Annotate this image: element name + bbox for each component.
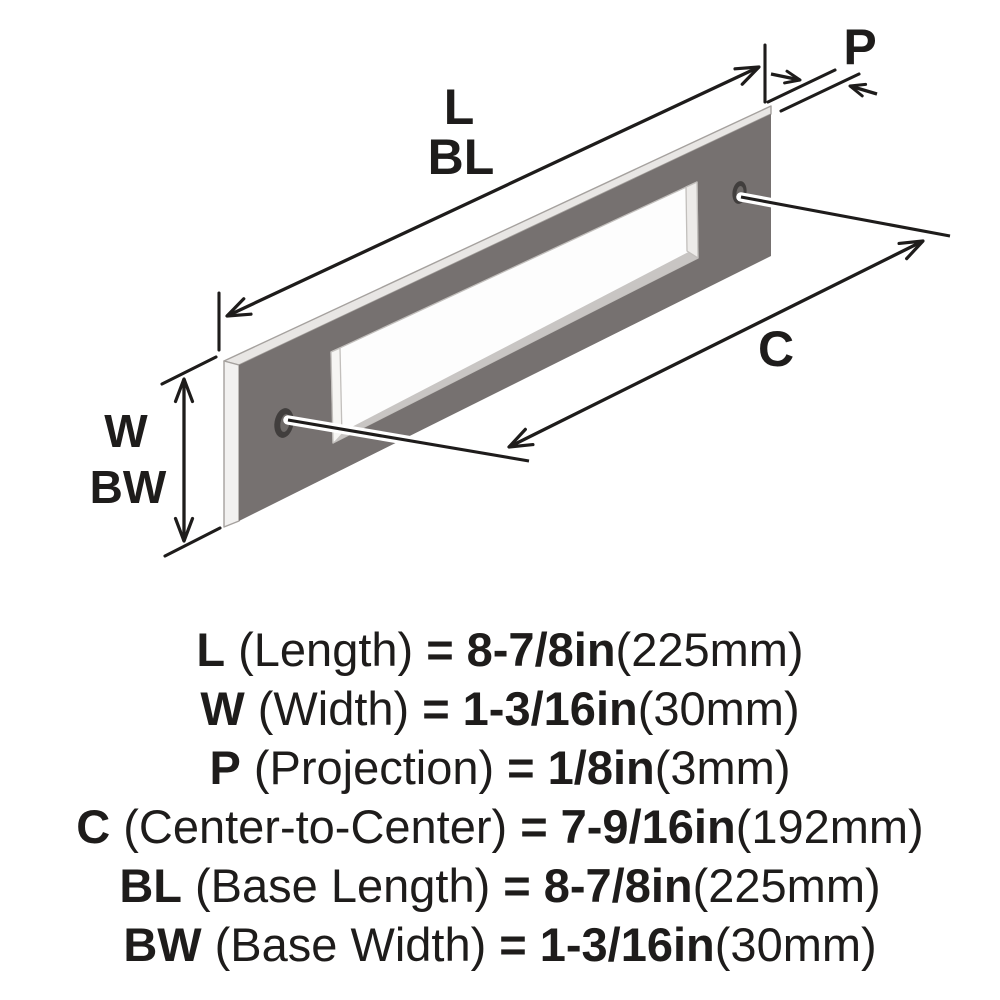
cutout-right-lip <box>685 181 699 259</box>
spec-value-mm: (30mm) <box>714 918 877 971</box>
spec-term: L <box>196 623 226 676</box>
spec-value: 8-7/8in (225mm) <box>467 620 804 679</box>
spec-description: (Width) <box>257 682 410 735</box>
spec-equals: = <box>503 859 531 912</box>
spec-term: C <box>76 800 111 853</box>
dim-projection-ext-front <box>766 68 837 104</box>
spec-value-mm: (3mm) <box>654 741 791 794</box>
spec-equals: = <box>499 918 527 971</box>
product-dimension-drawing: L BL P C W BW <box>89 19 955 558</box>
spec-value: 1-3/16in (30mm) <box>463 679 800 738</box>
dim-center-line <box>507 239 925 449</box>
spec-value-inches: 7-9/16in <box>560 800 736 853</box>
spec-line-base-length: BL (Base Length) = 8-7/8in (225mm) <box>119 856 880 915</box>
spec-equals: = <box>507 741 535 794</box>
dim-label-width: W <box>104 405 148 457</box>
dim-projection-arrow-right <box>848 82 878 98</box>
spec-value: 8-7/8in (225mm) <box>544 856 881 915</box>
spec-description: (Base Width) <box>214 918 487 971</box>
spec-line-width: W (Width) = 1-3/16in (30mm) <box>200 679 799 738</box>
spec-line-length: L (Length) = 8-7/8in (225mm) <box>196 620 803 679</box>
spec-value-inches: 1-3/16in <box>539 918 715 971</box>
spec-term: BW <box>123 918 202 971</box>
dim-width: W BW <box>90 355 222 558</box>
spec-line-base-width: BW (Base Width) = 1-3/16in (30mm) <box>123 915 876 974</box>
dim-width-ext-bottom <box>163 526 222 558</box>
spec-term: P <box>209 741 241 794</box>
backplate-body <box>223 105 772 528</box>
spec-value: 7-9/16in (192mm) <box>561 797 924 856</box>
spec-description: (Length) <box>238 623 414 676</box>
dim-label-base-width: BW <box>90 461 167 513</box>
spec-description: (Base Length) <box>195 859 491 912</box>
spec-description: (Center-to-Center) <box>123 800 508 853</box>
spec-value-inches: 1-3/16in <box>462 682 638 735</box>
spec-value-mm: (225mm) <box>615 623 804 676</box>
dim-projection-arrow-left <box>770 69 802 85</box>
dim-length: L BL <box>217 43 767 352</box>
spec-equals: = <box>426 623 454 676</box>
dim-length-line <box>225 65 761 318</box>
dim-label-projection: P <box>843 19 876 75</box>
spec-value-mm: (225mm) <box>692 859 881 912</box>
dim-center-to-center: C <box>507 239 925 449</box>
spec-value: 1-3/16in (30mm) <box>540 915 877 974</box>
spec-value-inches: 8-7/8in <box>466 623 616 676</box>
spec-value-mm: (192mm) <box>735 800 924 853</box>
spec-line-projection: P (Projection) = 1/8in (3mm) <box>210 738 791 797</box>
plate-left-end-face <box>223 360 240 528</box>
dim-projection-ext-back <box>779 72 861 113</box>
spec-description: (Projection) <box>253 741 495 794</box>
spec-value-mm: (30mm) <box>637 682 800 735</box>
dim-label-base-length: BL <box>428 129 495 185</box>
spec-value-inches: 1/8in <box>547 741 655 794</box>
spec-term: W <box>200 682 245 735</box>
dim-projection: P <box>766 19 878 113</box>
hole-leader-lines <box>283 192 955 466</box>
dim-label-length: L <box>444 79 475 135</box>
dim-width-ext-top <box>160 355 218 386</box>
spec-line-center-to-center: C (Center-to-Center) = 7-9/16in (192mm) <box>76 797 923 856</box>
spec-value: 1/8in (3mm) <box>548 738 791 797</box>
leader-left-line <box>287 418 530 463</box>
dimension-spec-list: L (Length) = 8-7/8in (225mm) W (Width) =… <box>0 620 1000 974</box>
spec-term: BL <box>119 859 182 912</box>
spec-value-inches: 8-7/8in <box>543 859 693 912</box>
spec-equals: = <box>520 800 548 853</box>
dim-label-center: C <box>758 321 794 377</box>
leader-right-line <box>740 195 951 238</box>
spec-equals: = <box>422 682 450 735</box>
